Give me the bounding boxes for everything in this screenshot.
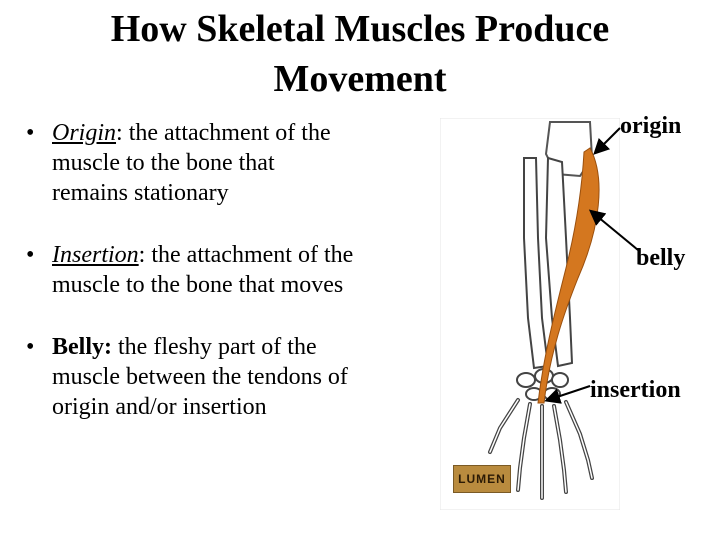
label-belly: belly <box>636 245 686 271</box>
title-line-2: Movement <box>273 58 447 100</box>
bullet-belly: • Belly: the fleshy part of the muscle b… <box>26 332 356 422</box>
term-separator: : <box>138 242 152 268</box>
bullet-insertion: • Insertion: the attachment of the muscl… <box>26 240 356 300</box>
forearm-muscle-illustration <box>440 118 620 510</box>
term-belly: Belly: <box>52 334 112 360</box>
bullet-dot-icon: • <box>26 120 35 146</box>
bullet-dot-icon: • <box>26 242 35 268</box>
term-origin: Origin <box>52 120 117 146</box>
slide-title: How Skeletal Muscles Produce Movement <box>0 4 720 104</box>
label-origin: origin <box>620 113 682 139</box>
term-insertion: Insertion <box>52 242 139 268</box>
definition-insertion: the attachment of the muscle to the bone… <box>52 242 354 298</box>
title-line-1: How Skeletal Muscles Produce <box>110 8 610 50</box>
bullet-dot-icon: • <box>26 334 35 360</box>
lumen-logo: LUMEN <box>453 465 511 493</box>
bullet-origin: • Origin: the attachment of the muscle t… <box>26 118 356 208</box>
term-separator: : <box>116 120 129 146</box>
label-insertion: insertion <box>590 377 681 403</box>
definition-origin: the attachment of the muscle to the bone… <box>52 120 331 206</box>
hand-bones-fill <box>489 399 593 499</box>
definition-list: • Origin: the attachment of the muscle t… <box>26 118 356 454</box>
ulna-bone-icon <box>544 156 574 368</box>
definition-belly: the fleshy part of the muscle between th… <box>52 334 348 420</box>
